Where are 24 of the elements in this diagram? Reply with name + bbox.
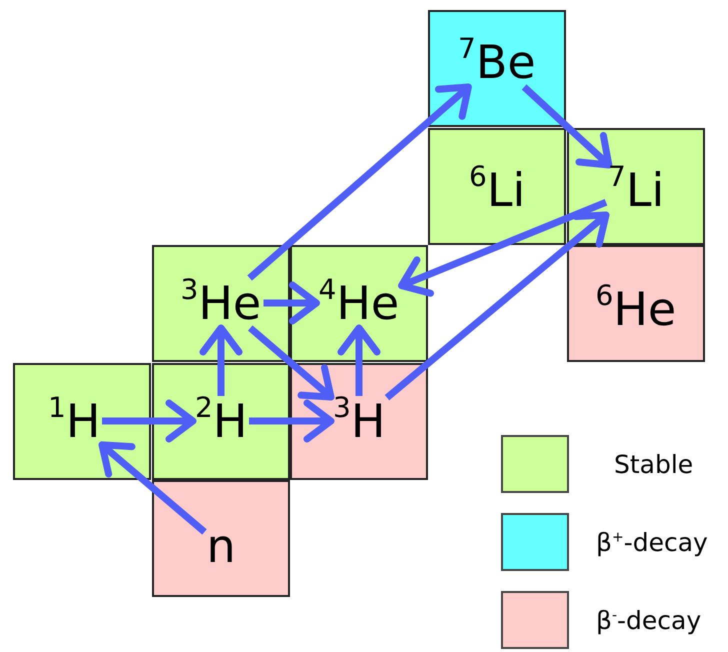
nuclide-label: $^{6}$Li bbox=[469, 167, 526, 213]
reaction-arrow bbox=[264, 282, 320, 324]
nuclide-label: $^{1}$H bbox=[48, 398, 100, 444]
nuclide-label: $^{2}$H bbox=[195, 398, 248, 444]
reaction-arrow bbox=[247, 84, 472, 281]
reaction-arrow bbox=[338, 324, 380, 396]
nuclide-label: n bbox=[206, 523, 236, 569]
nuclide-label: $^{3}$H bbox=[333, 398, 386, 444]
reaction-arrow bbox=[384, 212, 610, 400]
nuclide-label: $^{7}$Be bbox=[458, 39, 536, 85]
nuclide-label: $^{4}$He bbox=[318, 280, 400, 326]
nuclide-label: $^{6}$He bbox=[596, 286, 676, 332]
legend-label: β$^{-}$-decay bbox=[596, 606, 702, 634]
legend-label: β$^{+}$-decay bbox=[596, 528, 708, 556]
reaction-arrow bbox=[98, 441, 207, 535]
reaction-arrow bbox=[249, 400, 334, 442]
reaction-arrow bbox=[248, 325, 334, 401]
nuclide-label: $^{3}$He bbox=[180, 280, 262, 326]
reaction-arrow bbox=[200, 324, 242, 396]
reaction-arrow bbox=[398, 199, 608, 297]
nuclide-label: $^{7}$Li bbox=[608, 167, 664, 213]
reaction-arrow bbox=[102, 400, 196, 442]
legend-label: Stable bbox=[614, 450, 694, 478]
reaction-arrow bbox=[522, 84, 612, 168]
